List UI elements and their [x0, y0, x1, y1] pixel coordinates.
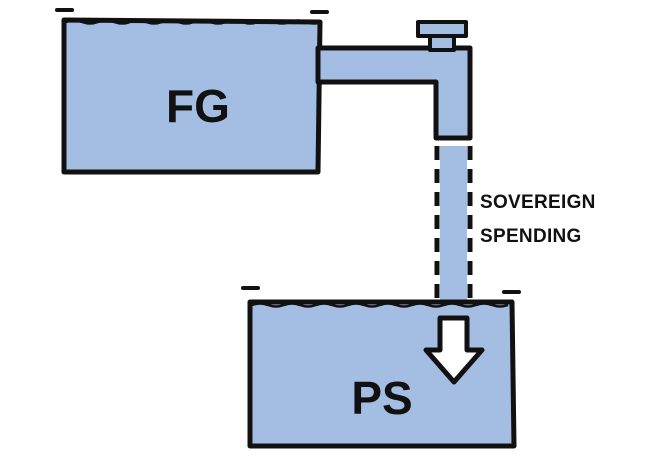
tank-ps-water-surface: [251, 302, 509, 308]
flow-label-line-2: SPENDING: [480, 226, 582, 247]
down-arrow-icon: [423, 315, 485, 385]
flow-label: SOVEREIGN SPENDING: [480, 192, 596, 247]
tank-fg: FG: [55, 8, 329, 175]
spending-stream-fill: [440, 146, 467, 316]
spending-stream: [434, 146, 473, 320]
outflow-pipe-body: [315, 45, 473, 141]
tank-ps: PS: [241, 286, 521, 449]
flow-label-line-1: SOVEREIGN: [480, 192, 596, 213]
faucet-valve-handle: [416, 20, 468, 38]
faucet-valve-icon: [416, 20, 468, 52]
tank-fg-water-surface: [65, 19, 323, 25]
tank-fg-label: FG: [166, 80, 230, 132]
down-arrow-shape: [423, 315, 485, 385]
faucet-valve-stem: [428, 34, 456, 52]
outflow-pipe: [315, 45, 473, 141]
tank-ps-label: PS: [351, 372, 412, 424]
